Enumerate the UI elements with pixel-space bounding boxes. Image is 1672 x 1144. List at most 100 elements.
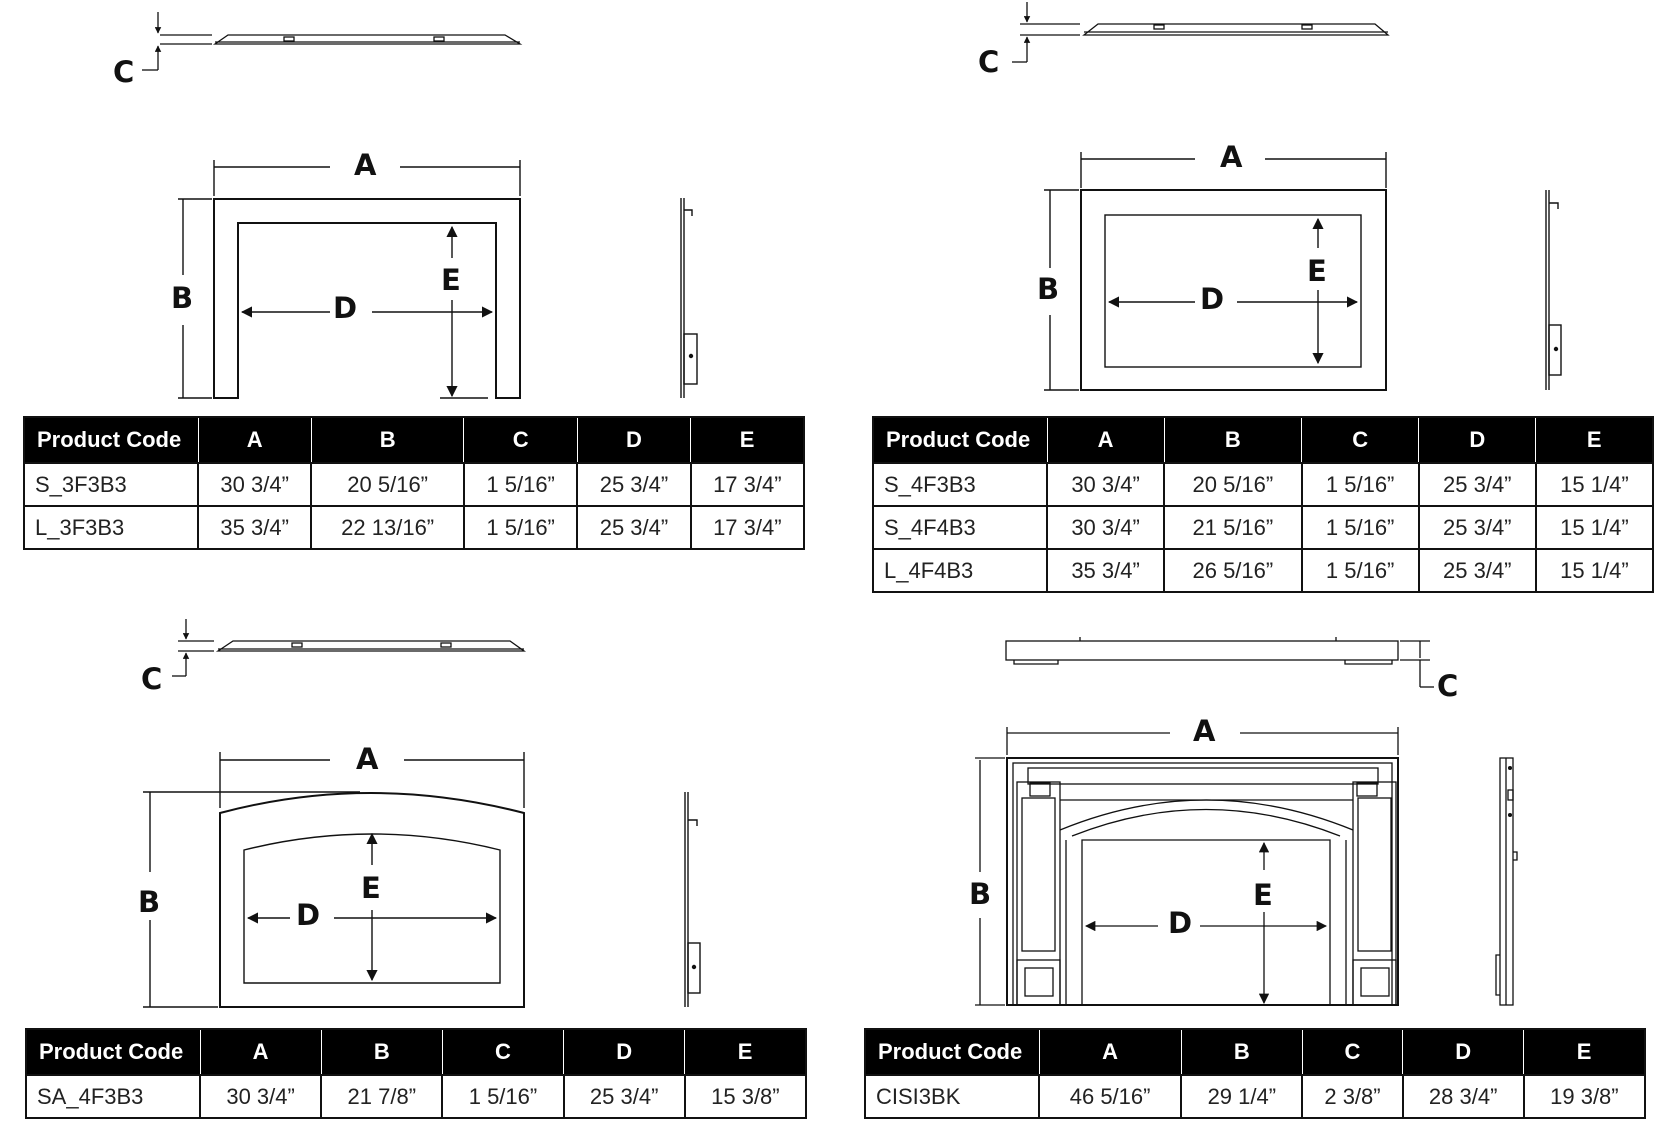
header-product-code: Product Code	[23, 416, 199, 464]
cell-a: 30 3/4”	[1045, 505, 1166, 550]
cell-d: 25 3/4”	[562, 1074, 686, 1119]
header-c: C	[441, 1028, 565, 1076]
header-b: B	[320, 1028, 443, 1076]
label-d: D	[1168, 906, 1192, 940]
label-e: E	[361, 871, 381, 905]
side-view	[680, 198, 698, 398]
cell-e: 15 1/4”	[1534, 505, 1655, 550]
cell-b: 20 5/16”	[1163, 462, 1303, 507]
top-view	[1005, 637, 1434, 688]
top-view	[1012, 2, 1390, 63]
side-view	[684, 792, 701, 1007]
cell-e: 17 3/4”	[689, 505, 806, 550]
cell-c: 1 5/16”	[1300, 462, 1420, 507]
label-d: D	[296, 898, 320, 932]
header-d: D	[563, 1028, 686, 1076]
label-a: A	[356, 742, 379, 776]
label-c: C	[141, 662, 162, 696]
cell-b: 29 1/4”	[1180, 1074, 1304, 1119]
header-product-code: Product Code	[25, 1028, 201, 1076]
table-header-row: Product Code A B C D E	[864, 1028, 1646, 1076]
cell-product-code: L_4F4B3	[872, 548, 1048, 593]
side-view	[1495, 757, 1518, 1006]
cell-c: 1 5/16”	[1300, 505, 1420, 550]
header-a: A	[197, 416, 312, 464]
cell-product-code: L_3F3B3	[23, 505, 199, 550]
header-a: A	[1038, 1028, 1182, 1076]
header-d: D	[1402, 1028, 1525, 1076]
header-e: E	[690, 416, 805, 464]
table-header-row: Product Code A B C D E	[25, 1028, 807, 1076]
panel-4f4b3-drawing	[1012, 2, 1562, 391]
panel-sa4f3b3-drawing	[143, 619, 701, 1008]
cell-d: 28 3/4”	[1401, 1074, 1525, 1119]
cell-d: 25 3/4”	[1417, 462, 1537, 507]
panel-3f3b3-drawing	[142, 12, 698, 399]
cell-c: 2 3/8”	[1301, 1074, 1404, 1119]
header-a: A	[199, 1028, 322, 1076]
table-row: L_3F3B3 35 3/4” 22 13/16” 1 5/16” 25 3/4…	[23, 505, 806, 550]
header-e: E	[1523, 1028, 1646, 1076]
cell-product-code: S_3F3B3	[23, 462, 199, 507]
header-e: E	[684, 1028, 807, 1076]
cell-d: 25 3/4”	[1417, 548, 1537, 593]
header-product-code: Product Code	[864, 1028, 1040, 1076]
cell-product-code: SA_4F3B3	[25, 1074, 201, 1119]
dimension-table-3f3b3: Product Code A B C D E S_3F3B3 30 3/4” 2…	[23, 416, 806, 550]
front-view	[1044, 152, 1387, 391]
table-row: S_4F4B3 30 3/4” 21 5/16” 1 5/16” 25 3/4”…	[872, 505, 1655, 550]
cell-b: 20 5/16”	[310, 462, 465, 507]
cell-a: 35 3/4”	[196, 505, 313, 550]
dimension-table-sa4f3b3: Product Code A B C D E SA_4F3B3 30 3/4” …	[25, 1028, 808, 1119]
table-header-row: Product Code A B C D E	[23, 416, 805, 464]
label-e: E	[441, 263, 461, 297]
label-c: C	[113, 55, 134, 89]
front-view	[143, 752, 525, 1008]
table-row: L_4F4B3 35 3/4” 26 5/16” 1 5/16” 25 3/4”…	[872, 548, 1655, 593]
header-product-code: Product Code	[872, 416, 1048, 464]
cell-e: 15 1/4”	[1534, 548, 1655, 593]
top-view	[172, 619, 527, 677]
cell-d: 25 3/4”	[576, 462, 692, 507]
cell-a: 30 3/4”	[1045, 462, 1166, 507]
header-c: C	[1301, 416, 1420, 464]
cell-d: 25 3/4”	[1417, 505, 1537, 550]
label-c: C	[978, 45, 999, 79]
cell-b: 26 5/16”	[1163, 548, 1303, 593]
label-b: B	[1037, 272, 1059, 306]
label-d: D	[1200, 282, 1224, 316]
top-view	[142, 12, 523, 71]
header-b: B	[310, 416, 465, 464]
header-b: B	[1180, 1028, 1303, 1076]
side-view	[1545, 190, 1562, 390]
table-row: S_3F3B3 30 3/4” 20 5/16” 1 5/16” 25 3/4”…	[23, 462, 806, 507]
label-b: B	[969, 877, 991, 911]
dimension-table-cisi3bk: Product Code A B C D E CISI3BK 46 5/16” …	[864, 1028, 1647, 1119]
header-c: C	[463, 416, 578, 464]
label-b: B	[171, 281, 193, 315]
cell-product-code: S_4F3B3	[872, 462, 1048, 507]
front-view	[178, 160, 521, 399]
cell-e: 19 3/8”	[1522, 1074, 1647, 1119]
cell-a: 30 3/4”	[196, 462, 313, 507]
cell-b: 22 13/16”	[310, 505, 465, 550]
cell-c: 1 5/16”	[441, 1074, 565, 1119]
header-c: C	[1301, 1028, 1404, 1076]
table-row: CISI3BK 46 5/16” 29 1/4” 2 3/8” 28 3/4” …	[864, 1074, 1647, 1119]
label-e: E	[1307, 254, 1327, 288]
label-b: B	[138, 885, 160, 919]
cell-b: 21 5/16”	[1163, 505, 1303, 550]
label-a: A	[354, 148, 377, 182]
header-d: D	[576, 416, 692, 464]
cell-a: 46 5/16”	[1037, 1074, 1183, 1119]
label-c: C	[1437, 669, 1458, 703]
label-a: A	[1220, 140, 1243, 174]
dimension-table-4f4b3: Product Code A B C D E S_4F3B3 30 3/4” 2…	[872, 416, 1655, 593]
header-e: E	[1535, 416, 1654, 464]
cell-e: 15 1/4”	[1534, 462, 1655, 507]
label-a: A	[1193, 714, 1216, 748]
panel-cisi3bk-drawing	[975, 637, 1518, 1006]
cell-c: 1 5/16”	[1300, 548, 1420, 593]
cell-d: 25 3/4”	[576, 505, 692, 550]
